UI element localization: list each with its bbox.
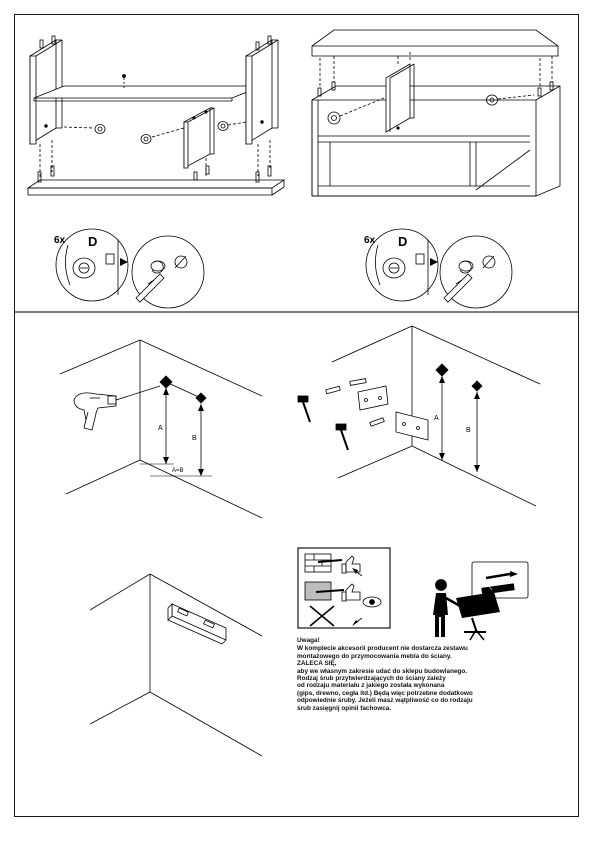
- step4-label-a: A: [434, 415, 439, 422]
- step1-cam-lock-detail: [55, 228, 129, 302]
- step3-label-equation: A=B: [172, 468, 184, 474]
- step1-screwdriver-detail: [131, 235, 205, 309]
- person-assembling-icon: [433, 579, 500, 641]
- warning-line: od rodzaju materiału z jakiego została w…: [297, 682, 445, 690]
- step4-bracket-mounting-illustration: [297, 325, 541, 507]
- step3-label-b: B: [192, 435, 197, 442]
- step2-cabinet-top-illustration: [311, 29, 561, 197]
- warning-line: (gips, drewno, cegła itd.) Będą więc pot…: [297, 689, 473, 697]
- warning-line: montażowego do przymocowania mebla do śc…: [297, 652, 452, 660]
- step2-part-label: D: [398, 234, 407, 249]
- step1-part-label: D: [88, 234, 97, 249]
- prohibited-icon: [309, 605, 363, 627]
- warning-line: odpowiednie śruby. Jeżeli masz wątpliwoś…: [297, 697, 473, 705]
- mounting-warning-note: Uwaga! W komplecie akcesorii producent n…: [297, 637, 527, 712]
- step4-label-b: B: [466, 427, 471, 434]
- step2-cam-lock-detail: [365, 228, 439, 302]
- step1-count-label: 6x: [54, 235, 66, 246]
- step3-label-a: A: [158, 425, 163, 432]
- warning-line: W komplecie akcesorii producent nie dost…: [297, 645, 468, 653]
- thumbs-up-icon-1: [341, 555, 361, 574]
- warning-line: aby we własnym zakresie udać do sklepu b…: [297, 667, 468, 675]
- step2-screwdriver-detail: [439, 235, 513, 309]
- brick-wall-icon: [304, 553, 343, 573]
- screw-and-dowel-icon: [471, 561, 529, 599]
- step5-wall-bracket-illustration: [89, 573, 263, 757]
- page-frame: [14, 14, 579, 817]
- step1-cabinet-frame-illustration: [26, 35, 286, 196]
- step2-count-label: 6x: [364, 235, 376, 246]
- step3-wall-drilling-illustration: [59, 339, 263, 519]
- wall-material-pictogram: [297, 547, 391, 629]
- warning-title: Uwaga!: [297, 637, 320, 644]
- thumbs-up-icon-2: [341, 583, 361, 602]
- warning-line: śrub zasięgnij opinii fachowca.: [297, 704, 392, 712]
- warning-line: ZALECA SIĘ,: [297, 660, 337, 668]
- drywall-icon: [304, 581, 345, 601]
- eye-icon: [362, 596, 382, 608]
- warning-line: Rodzaj śrub przytwierdzających do ściany…: [297, 675, 446, 683]
